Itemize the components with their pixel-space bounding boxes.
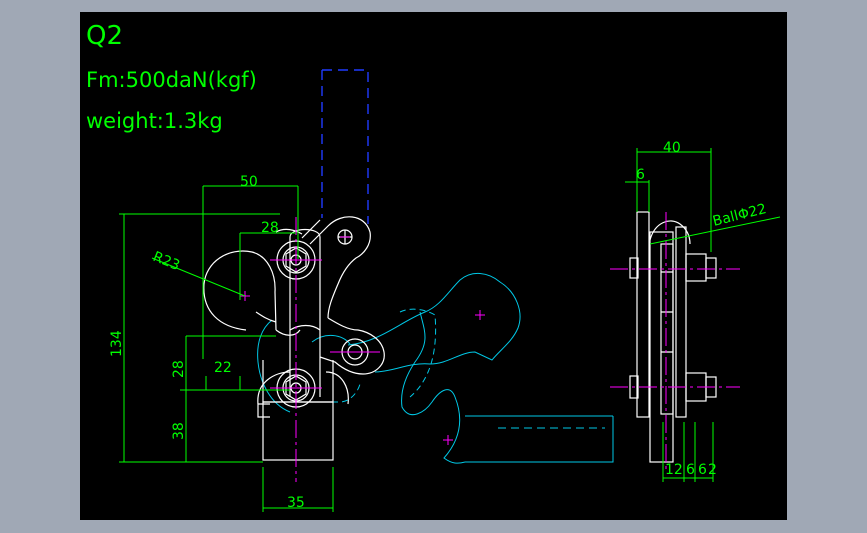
dim-mid-height: 28 <box>171 360 187 378</box>
dim-total-width: 40 <box>663 140 681 156</box>
clamp-drawing: Q2 Fm:500daN(kgf) weight:1.3kg <box>86 21 781 512</box>
model-label: Q2 <box>86 21 123 51</box>
front-view: 50 28 R23 134 28 22 38 35 <box>109 69 614 512</box>
dim-bottom-c: 6 <box>698 462 707 478</box>
side-view: 40 6 BallΦ22 12 6 6 2 <box>610 140 781 482</box>
dim-width-top: 50 <box>240 174 258 190</box>
side-centerlines <box>610 212 740 472</box>
dim-inner-top: 28 <box>261 220 279 236</box>
dim-base-height: 38 <box>171 422 187 440</box>
dim-radius: R23 <box>151 249 183 274</box>
dim-base-width: 35 <box>287 495 305 511</box>
force-label: Fm:500daN(kgf) <box>86 68 257 92</box>
side-dimensions <box>625 148 781 482</box>
dim-bottom-a: 12 <box>665 462 683 478</box>
dim-bottom-d: 2 <box>708 462 717 478</box>
body-outline <box>203 228 349 461</box>
cad-drawing-canvas: Q2 Fm:500daN(kgf) weight:1.3kg <box>80 12 787 520</box>
dim-height-total: 134 <box>109 330 125 357</box>
weight-label: weight:1.3kg <box>86 109 223 133</box>
dim-mid-offset: 22 <box>214 360 232 376</box>
dim-offset: 6 <box>636 167 645 183</box>
front-dimensions <box>119 185 334 512</box>
clamp-phantom <box>257 273 614 464</box>
dim-bottom-b: 6 <box>686 462 695 478</box>
side-outline <box>629 211 717 463</box>
handle-phantom <box>321 69 369 224</box>
